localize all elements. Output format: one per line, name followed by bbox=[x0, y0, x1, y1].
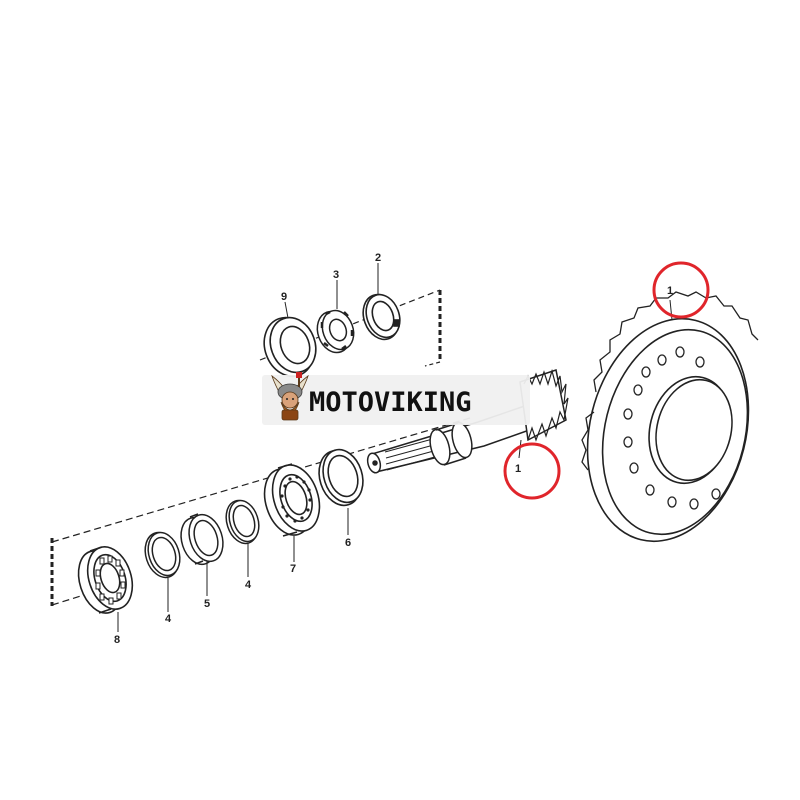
part-9-seal-ring bbox=[263, 316, 317, 378]
part-6-shim-ring bbox=[318, 448, 364, 507]
label-part-4-right: 4 bbox=[245, 579, 252, 591]
part-1-ring-gear bbox=[581, 291, 759, 543]
part-2-lock-washer bbox=[362, 293, 401, 341]
part-7-bearing bbox=[263, 463, 321, 537]
highlight-circles bbox=[503, 261, 710, 500]
part-4-ring-left bbox=[144, 531, 181, 579]
highlight-ring-gear bbox=[652, 261, 710, 319]
label-part-1-gear: 1 bbox=[667, 285, 673, 297]
label-part-8: 8 bbox=[114, 634, 120, 646]
label-part-4-left: 4 bbox=[165, 613, 172, 625]
watermark-text: MOTOVIKING bbox=[309, 387, 472, 418]
highlight-pinion bbox=[503, 442, 561, 500]
part-4-ring-right bbox=[225, 499, 260, 545]
part-3-slotted-nut bbox=[316, 309, 355, 354]
leader-lines bbox=[117, 263, 673, 632]
label-part-3: 3 bbox=[333, 269, 339, 281]
label-part-5: 5 bbox=[204, 598, 210, 610]
part-5-bearing-cup bbox=[180, 513, 224, 566]
label-part-7: 7 bbox=[290, 563, 296, 575]
label-part-2: 2 bbox=[375, 252, 381, 264]
viking-mascot-logo bbox=[271, 372, 309, 421]
label-part-1-pinion: 1 bbox=[515, 463, 521, 475]
watermark-banner: MOTOVIKING bbox=[262, 372, 530, 425]
part-labels: 9 3 2 1 1 6 7 4 5 4 8 bbox=[114, 252, 673, 646]
part-8-roller-bearing bbox=[77, 546, 134, 614]
label-part-9: 9 bbox=[281, 291, 287, 303]
label-part-6: 6 bbox=[345, 537, 351, 549]
